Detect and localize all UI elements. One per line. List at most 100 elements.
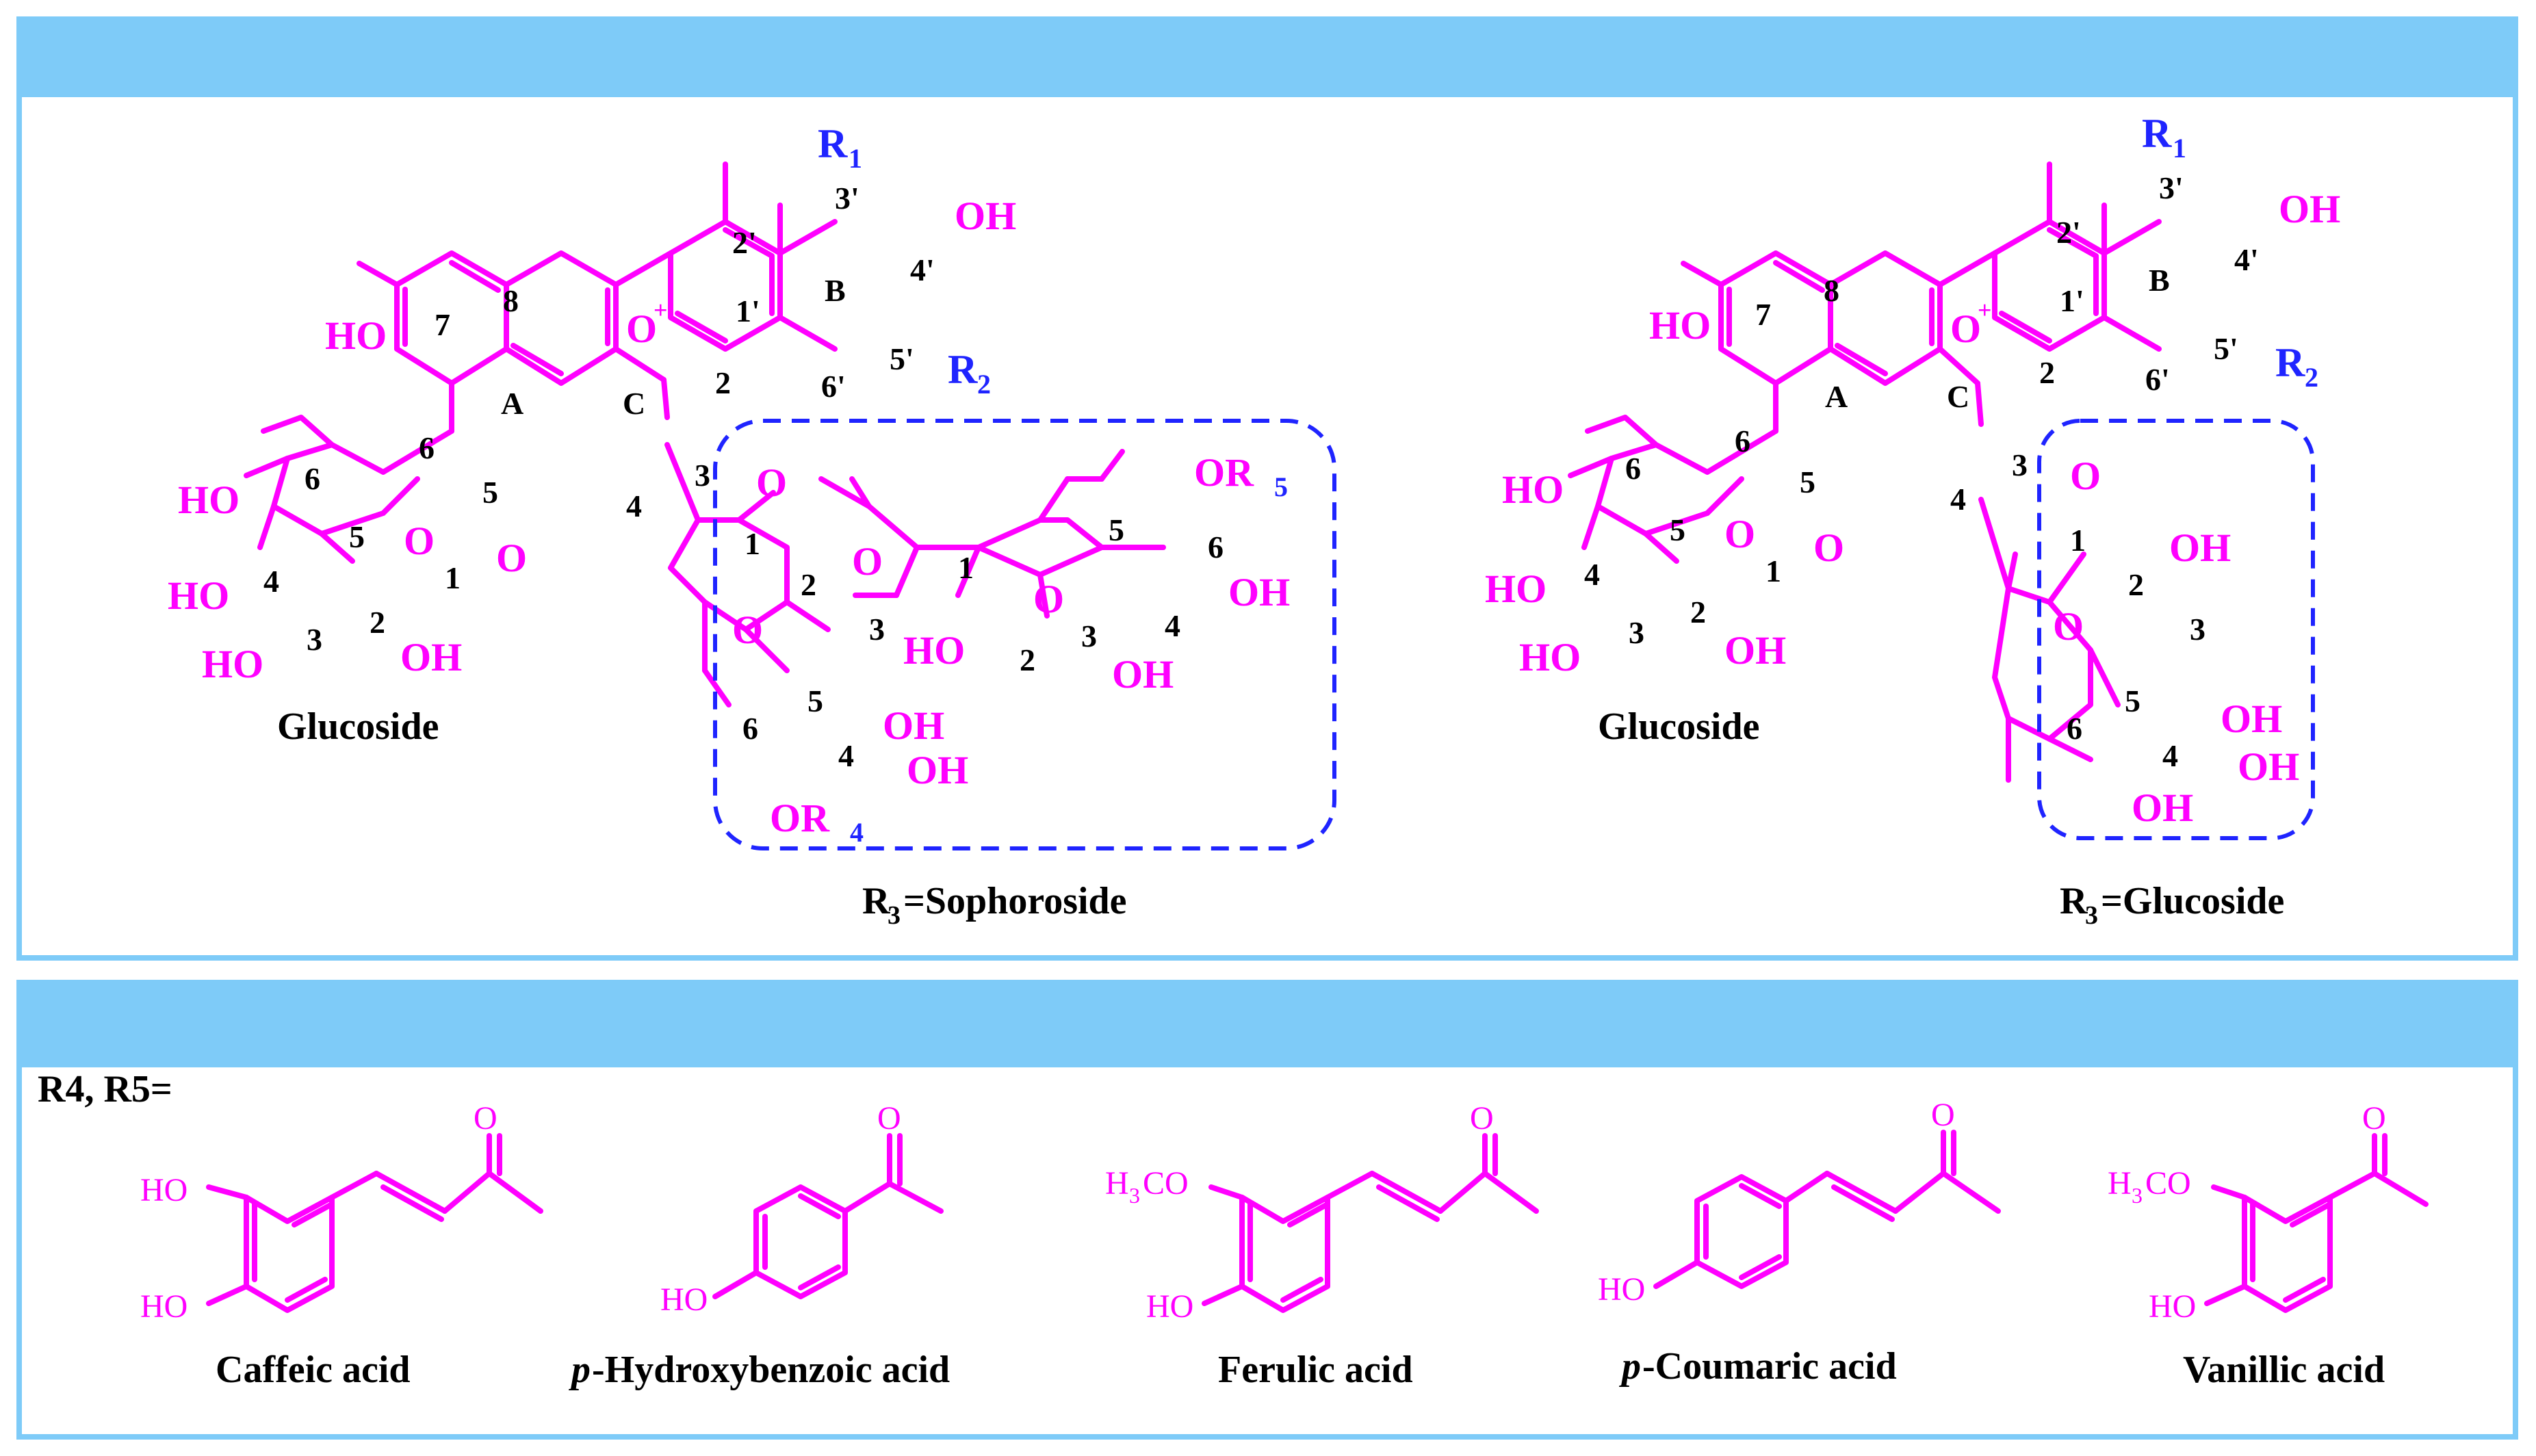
g3-n4: 4: [2162, 738, 2178, 773]
right-labels: O + R 1 R 2 OH HO A C B 2' 3' 4' 5' 6' 1…: [1485, 111, 2340, 930]
gluc-ring-o: O: [404, 519, 435, 563]
vanillic-name: Vanillic acid: [2183, 1349, 2385, 1391]
pos-5: 5: [482, 475, 498, 510]
g3-n5: 5: [2125, 684, 2140, 718]
r-pos-4p: 4': [2234, 242, 2259, 277]
left-labels: O + R 1 R 2 OH HO A C B 2' 3' 4' 5' 6' 1…: [168, 121, 1290, 930]
r-pos-7: 7: [1755, 297, 1771, 332]
r-pos-1p: 1': [2060, 283, 2084, 318]
s-n3: 3: [869, 612, 885, 647]
vanillic-3: 3: [2132, 1183, 2143, 1208]
g3-oh6: OH: [2132, 785, 2193, 830]
g-n6: 6: [305, 461, 320, 496]
r5-sub: 5: [1274, 471, 1288, 502]
left-anthocyanin: [244, 161, 1336, 850]
s-m2: 2: [1020, 642, 1035, 677]
plus-sign: +: [654, 296, 668, 324]
oh-b: OH: [1112, 652, 1174, 697]
or5: OR: [1194, 450, 1254, 495]
pos-3: 3: [695, 458, 710, 493]
caffeic-acid: O HO HO Caffeic acid: [140, 1100, 543, 1391]
r1-sub: 1: [849, 143, 862, 174]
vanillic-ho: HO: [2149, 1288, 2196, 1325]
sophoroside-caption: =Sophoroside: [903, 880, 1127, 922]
oh-2: OH: [400, 635, 462, 679]
sophoroside-caption-sub: 3: [888, 901, 901, 930]
r-ring-o-plus: O: [1950, 307, 1981, 351]
r-pos-4: 4: [1950, 482, 1966, 517]
g3-ring-o: O: [2053, 604, 2084, 649]
pos-2p: 2': [732, 225, 757, 260]
ring-o-plus: O: [626, 307, 657, 351]
sophoroside-caption-r: R: [862, 880, 890, 922]
structures-panel: [16, 16, 2518, 961]
s-m6: 6: [1208, 530, 1224, 564]
r-g-n4: 4: [1584, 557, 1600, 592]
g-n4: 4: [263, 564, 279, 599]
vanillic-h: H: [2108, 1165, 2132, 1201]
ho-4: HO: [168, 573, 229, 618]
pos-2: 2: [715, 365, 731, 400]
coumaric-acid: O HO p -Coumaric acid: [1598, 1097, 2001, 1388]
r-g-n6: 6: [1625, 451, 1641, 486]
g3-n2: 2: [2128, 567, 2144, 602]
s-n6: 6: [742, 711, 758, 746]
r4-sub: 4: [850, 817, 864, 848]
r-ho-7: HO: [1649, 303, 1711, 348]
g3-oh4: OH: [2238, 744, 2299, 789]
g-n1: 1: [445, 560, 461, 595]
pos-5p: 5': [890, 341, 914, 376]
pos-4p: 4': [910, 252, 935, 287]
pos-8: 8: [503, 283, 519, 318]
ring-c: C: [623, 386, 645, 421]
soph-ring2-o: O: [1033, 577, 1064, 621]
ho-e: HO: [903, 628, 965, 673]
r-glucoside-caption: Glucoside: [1598, 705, 1759, 748]
caffeic-ho1: HO: [140, 1172, 187, 1208]
r-g-n1: 1: [1765, 554, 1781, 588]
hba-prefix: p: [569, 1349, 591, 1391]
pos-7: 7: [435, 307, 450, 342]
r-pos-2p: 2': [2056, 215, 2081, 250]
coumaric-prefix: p: [1619, 1345, 1641, 1388]
g3-n6: 6: [2067, 711, 2082, 746]
r1-label: R: [818, 121, 848, 166]
caffeic-o: O: [474, 1100, 497, 1136]
r-ring-a: A: [1825, 379, 1848, 414]
g3-caption-sub: 3: [2085, 901, 2098, 930]
s-n1: 1: [745, 526, 760, 561]
ferulic-h: H: [1105, 1165, 1129, 1201]
r-g-n3: 3: [1629, 615, 1644, 650]
vanillic-acid: O H 3 CO HO Vanillic acid: [2108, 1100, 2429, 1391]
vanillic-o: O: [2362, 1100, 2386, 1136]
ho-6: HO: [178, 478, 240, 522]
header-band: [22, 22, 2513, 97]
s-m4: 4: [1165, 608, 1180, 643]
r-g-n2: 2: [1690, 595, 1706, 629]
soph-bridge-o: O: [852, 539, 883, 584]
r-ho-3: HO: [1519, 635, 1581, 679]
ferulic-ho: HO: [1146, 1288, 1193, 1325]
r-ho-4: HO: [1485, 567, 1547, 611]
r-plus-sign: +: [1978, 296, 1992, 324]
oh-4prime: OH: [955, 194, 1016, 238]
s-n2: 2: [801, 567, 816, 602]
r-r1-label: R: [2142, 111, 2172, 156]
r-r2-label: R: [2275, 340, 2305, 385]
g3-n1: 1: [2070, 523, 2086, 558]
g-n2: 2: [370, 605, 385, 640]
or4: OR: [770, 796, 830, 840]
g3-oh3: OH: [2221, 697, 2282, 741]
r-r2-sub: 2: [2305, 362, 2318, 393]
g3-oh2: OH: [2169, 525, 2231, 570]
soph-ring1-o: O: [732, 608, 763, 652]
coumaric-name: -Coumaric acid: [1642, 1345, 1897, 1388]
r-pos-3: 3: [2012, 447, 2028, 482]
r-ring-c: C: [1947, 379, 1969, 414]
caffeic-ho2: HO: [140, 1288, 187, 1325]
pos-3p: 3': [835, 181, 859, 216]
pos-6p: 6': [821, 369, 846, 404]
header-band-bottom: [22, 985, 2513, 1067]
r2-sub: 2: [977, 369, 991, 400]
